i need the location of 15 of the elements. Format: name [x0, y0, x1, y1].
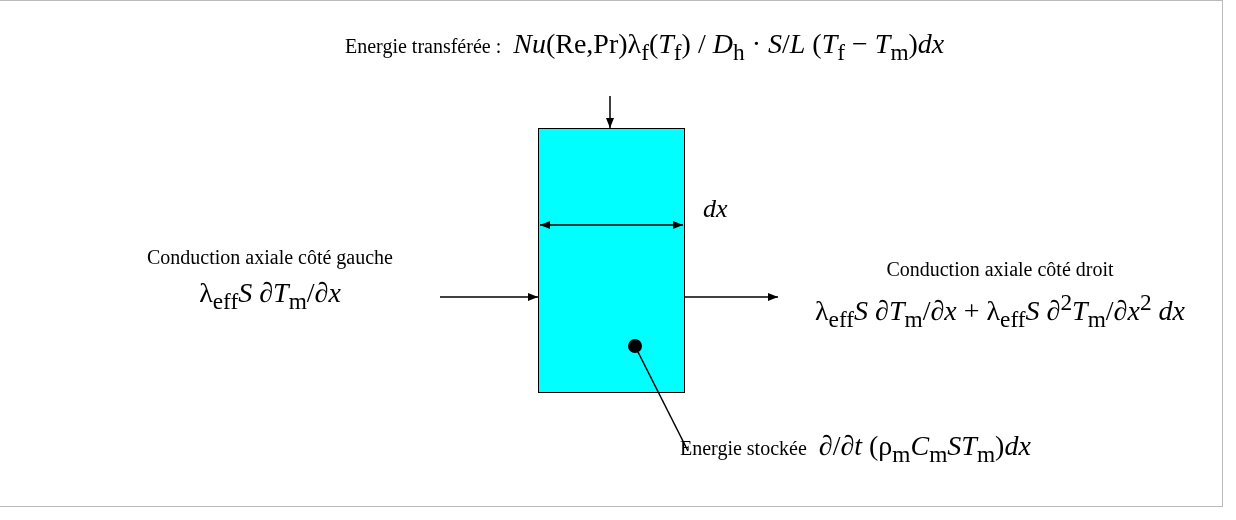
formula: λ$_{eff}$S ∂T$_{m}$/∂x: [199, 277, 341, 315]
formula: λ$_{eff}$S ∂T$_{m}$/∂x + λ$_{eff}$S ∂$^{2}$T$_{m}$/∂x$^{2}$ dx: [815, 289, 1185, 333]
arrow: [606, 95, 614, 129]
element-box: [538, 128, 685, 393]
storage-point: [628, 339, 642, 353]
caption-text: Conduction axiale côté gauche: [147, 246, 393, 269]
arrow: [439, 293, 539, 301]
arrow: [684, 293, 779, 301]
formula: ∂/∂t (ρ$_{m}$C$_{m}$ST$_{m}$)dx: [818, 430, 1031, 468]
formula: Nu(Re,Pr)λ$_{f}$(T$_{f}$) / D$_{h}$ · S/L (T$_{f}$ − T$_{m}$)dx: [513, 28, 945, 66]
caption-text: Conduction axiale côté droit: [886, 258, 1114, 281]
leader-line: [637, 351, 689, 452]
caption-text: Energie transférée :: [345, 35, 502, 59]
caption-text: Energie stockée: [680, 437, 807, 461]
dimension-label: dx: [703, 194, 728, 224]
